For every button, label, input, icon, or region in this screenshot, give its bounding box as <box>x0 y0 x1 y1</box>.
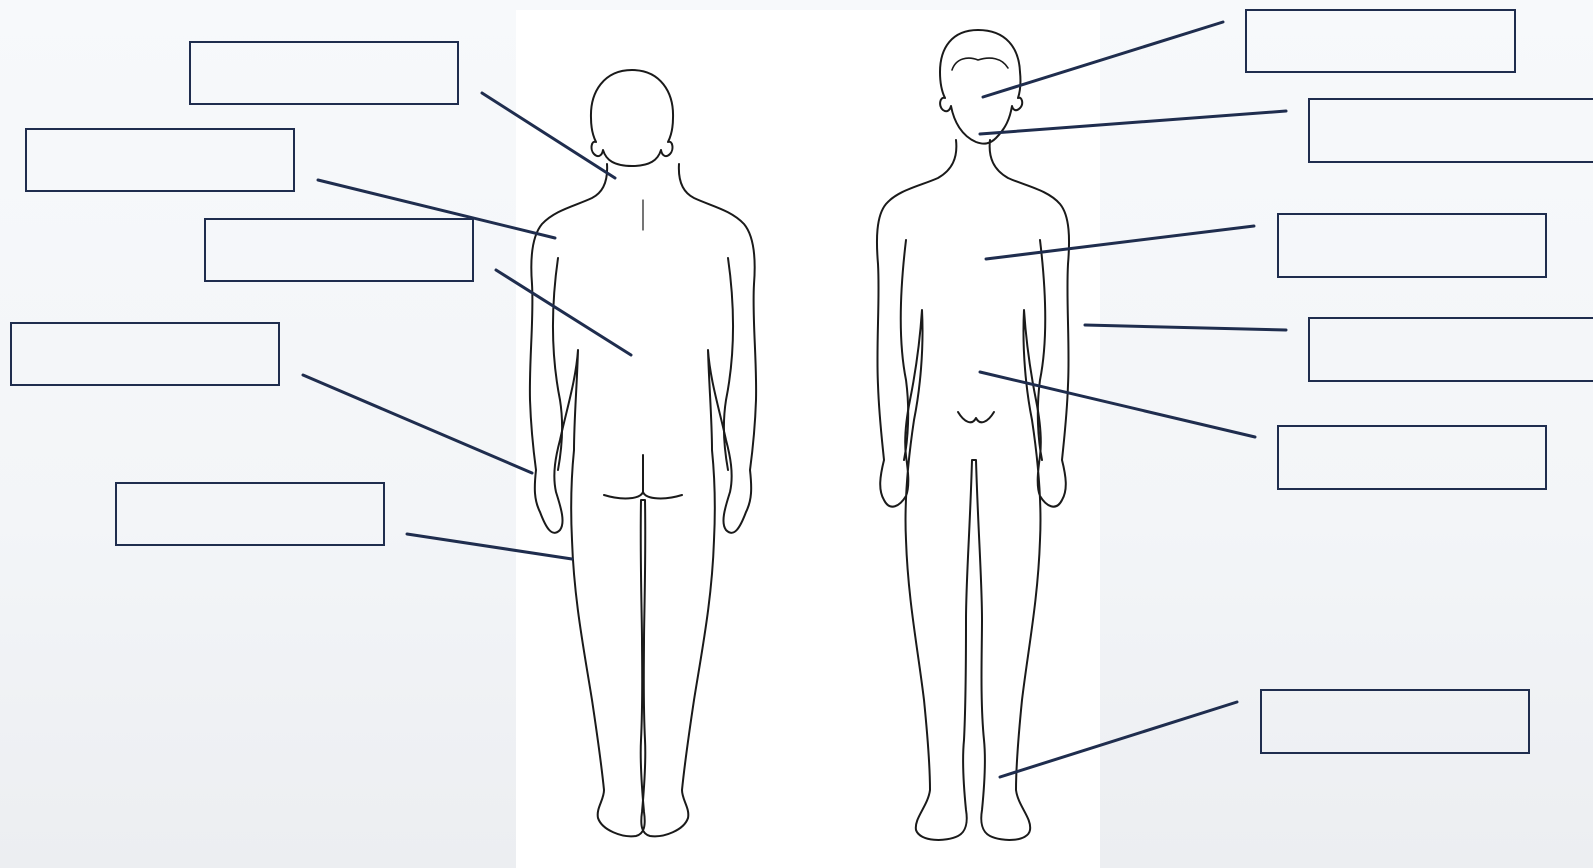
label-box-front-chin[interactable] <box>1308 98 1593 163</box>
label-box-back-arm[interactable] <box>10 322 280 386</box>
label-box-back-mid[interactable] <box>204 218 474 282</box>
label-box-front-chest[interactable] <box>1277 213 1547 278</box>
label-box-front-abdomen[interactable] <box>1277 425 1547 490</box>
leader-back-arm <box>303 375 532 473</box>
figure-panel <box>516 10 1100 868</box>
label-box-back-thigh[interactable] <box>115 482 385 546</box>
label-box-front-leg[interactable] <box>1260 689 1530 754</box>
label-box-front-arm[interactable] <box>1308 317 1593 382</box>
leader-front-arm <box>1085 325 1286 330</box>
label-box-front-face[interactable] <box>1245 9 1516 73</box>
label-box-back-head[interactable] <box>189 41 459 105</box>
label-box-back-shoulder[interactable] <box>25 128 295 192</box>
